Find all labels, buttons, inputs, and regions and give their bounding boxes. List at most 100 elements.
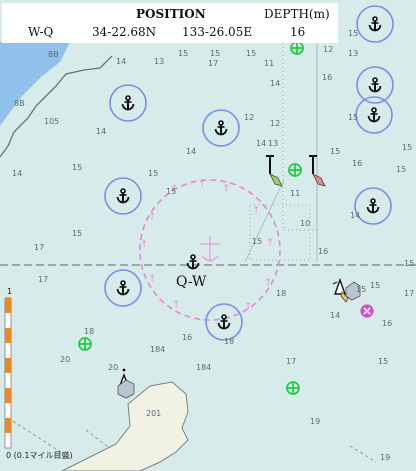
depth-value: 16 — [290, 25, 306, 39]
anchorage-name-label: Q-W — [176, 274, 207, 290]
depth-sounding: 17 — [34, 243, 44, 252]
depth-sounding: 17 — [286, 357, 296, 366]
green-cross-buoy-icon[interactable] — [288, 163, 302, 177]
depth-sounding: 15 — [246, 49, 256, 58]
anchorage-marker[interactable] — [356, 66, 394, 104]
depth-sounding: 14 — [256, 139, 266, 148]
anchorage-circle[interactable] — [139, 179, 281, 321]
green-cross-buoy-icon[interactable] — [78, 337, 92, 351]
depth-sounding: 14 — [186, 147, 196, 156]
depth-sounding: 13 — [348, 49, 358, 58]
position-header: POSITION — [136, 7, 206, 21]
depth-sounding: 15 — [330, 147, 340, 156]
anchorage-marker[interactable] — [205, 303, 243, 341]
depth-sounding: 16 — [382, 319, 392, 328]
depth-sounding: 18 — [276, 289, 286, 298]
depth-sounding: 15 — [378, 357, 388, 366]
depth-sounding: 13 — [154, 57, 164, 66]
depth-sounding: 14 — [96, 127, 106, 136]
depth-sounding: 14 — [270, 79, 280, 88]
green-cross-buoy-icon[interactable] — [290, 41, 304, 55]
depth-sounding: 15 — [178, 49, 188, 58]
rock-icon — [345, 281, 361, 301]
depth-sounding: 184 — [196, 363, 211, 372]
latitude-value: 34-22.68N — [92, 25, 157, 39]
depth-sounding: 19 — [310, 417, 320, 426]
beacon-icon[interactable] — [266, 155, 283, 187]
depth-sounding: 15 — [396, 165, 406, 174]
depth-sounding: 20 — [108, 363, 118, 372]
coastline — [0, 55, 113, 158]
green-cross-buoy-icon[interactable] — [286, 381, 300, 395]
scale-bar-top-label: 1 — [7, 287, 12, 296]
depth-sounding: 12 — [323, 45, 333, 54]
anchorage-marker[interactable] — [354, 187, 392, 225]
leader-line — [7, 417, 71, 459]
depth-sounding: 10 — [300, 219, 310, 228]
depth-sounding: 20 — [60, 355, 70, 364]
depth-sounding: 17 — [208, 59, 218, 68]
depth-sounding: 15 — [252, 237, 262, 246]
depth-sounding: 201 — [146, 409, 161, 418]
svg-text:ϯ: ϯ — [150, 211, 155, 220]
depth-sounding: 13 — [268, 139, 278, 148]
longitude-value: 133-26.05E — [182, 25, 253, 39]
depth-sounding: 15 — [72, 229, 82, 238]
depth-sounding: 14 — [330, 311, 340, 320]
scale-bar-bottom-label: 0 (0.1マイル目盛) — [6, 450, 73, 460]
depth-sounding: 15 — [348, 113, 358, 122]
anchorage-marker[interactable] — [355, 96, 393, 134]
anchorage-marker[interactable] — [104, 269, 142, 307]
position-info-table: POSITION DEPTH(m) W-Q 34-22.68N 133-26.0… — [2, 3, 338, 43]
depth-sounding: 15 — [72, 163, 82, 172]
depth-sounding: 15 — [370, 281, 380, 290]
depth-sounding: 15 — [356, 285, 366, 294]
depth-sounding: 8B — [14, 99, 25, 108]
depth-sounding: 11 — [290, 189, 300, 198]
depth-sounding: 19 — [380, 453, 390, 462]
anchorage-marker[interactable] — [356, 5, 394, 43]
svg-text:ϯ: ϯ — [224, 183, 229, 192]
depth-sounding: 14 — [116, 57, 126, 66]
depth-contour — [244, 179, 285, 263]
anchorage-marker[interactable] — [202, 109, 240, 147]
island-land — [61, 381, 189, 471]
depth-sounding: 14 — [12, 169, 22, 178]
svg-text:ϯ: ϯ — [268, 237, 273, 246]
anchorage-marker[interactable] — [109, 84, 147, 122]
depth-soundings: 8B 8B 105 14 13 15 15 15 17 11 14 12 16 … — [12, 29, 414, 462]
depth-sounding: 17 — [38, 275, 48, 284]
svg-text:ϯ: ϯ — [174, 299, 179, 308]
magenta-x-buoy-icon[interactable] — [360, 304, 374, 318]
svg-text:ϯ: ϯ — [254, 205, 259, 214]
depth-sounding: 15 — [166, 187, 176, 196]
depth-sounding: 15 — [404, 259, 414, 268]
depth-sounding: 15 — [348, 29, 358, 38]
depth-sounding: 12 — [270, 119, 280, 128]
svg-text:ϯ: ϯ — [150, 273, 155, 282]
depth-sounding: 15 — [148, 169, 158, 178]
depth-sounding: 12 — [244, 113, 254, 122]
beacon-icon[interactable] — [309, 155, 326, 187]
anchorage-marker[interactable] — [104, 177, 142, 215]
point-name: W-Q — [28, 25, 54, 39]
scale-bar: 1 0 (0.1マイル目盛) — [4, 287, 73, 460]
depth-sounding: 17 — [404, 289, 414, 298]
depth-sounding: 16 — [318, 247, 328, 256]
svg-text:ϯ: ϯ — [200, 178, 205, 187]
svg-text:ϯ: ϯ — [266, 277, 271, 286]
rock-icon — [117, 379, 135, 399]
depth-sounding: 16 — [352, 159, 362, 168]
leader-line — [349, 445, 377, 463]
depth-sounding: 184 — [150, 345, 165, 354]
depth-sounding: 15 — [402, 143, 412, 152]
depth-sounding: 14 — [350, 211, 360, 220]
svg-text:ϯ: ϯ — [172, 183, 177, 192]
wreck-cross-icon — [200, 236, 220, 262]
depth-sounding: 18 — [84, 327, 94, 336]
depth-sounding: 105 — [44, 117, 59, 126]
shallow-water-area — [0, 42, 70, 126]
